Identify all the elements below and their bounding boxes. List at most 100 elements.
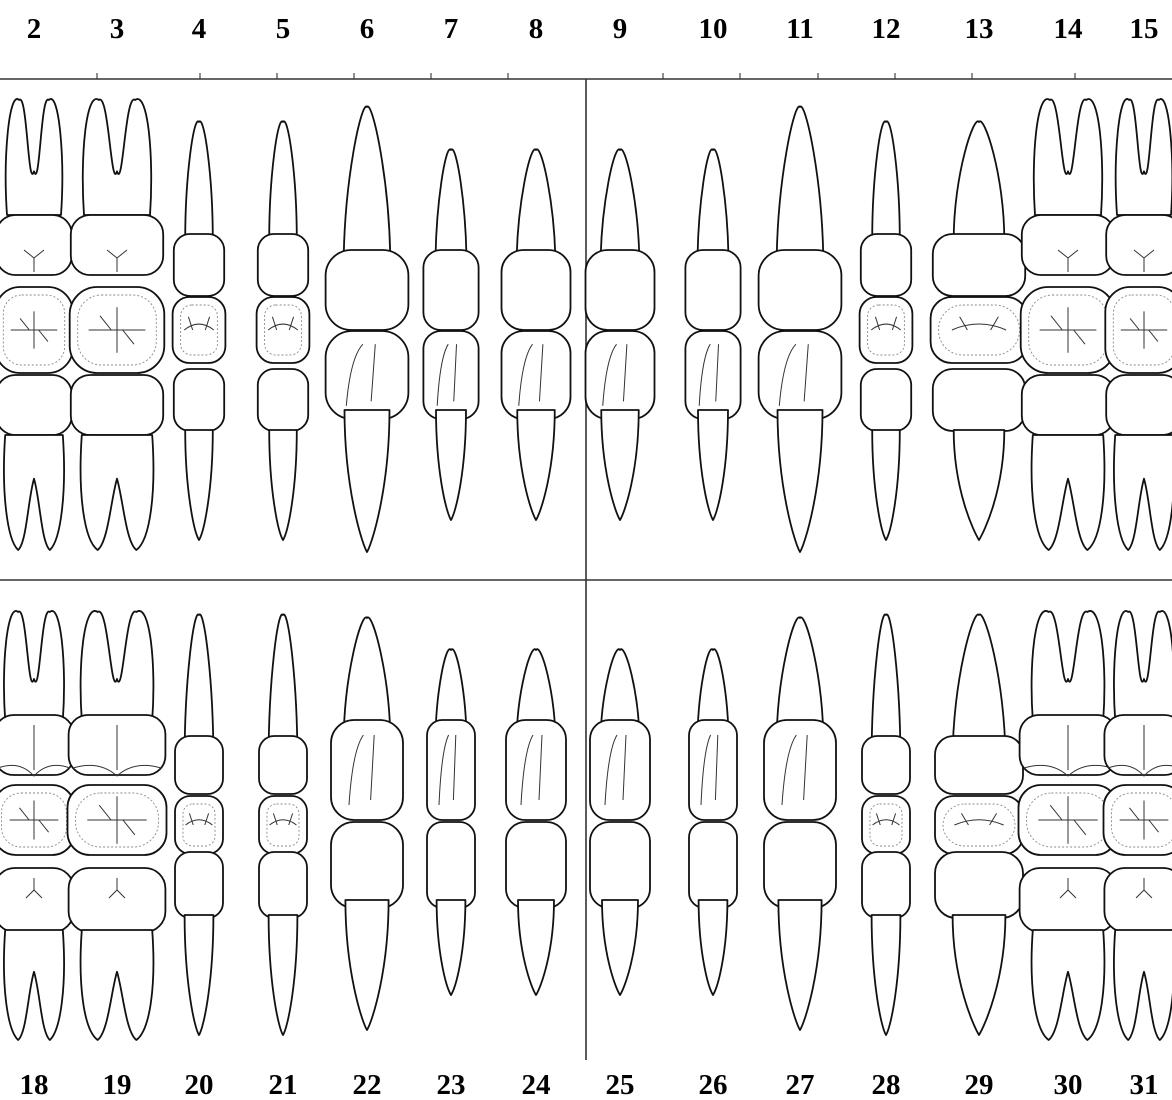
lingual-root-lower: [81, 930, 154, 1040]
buccal-root-upper: [185, 121, 213, 240]
tooth-number-upper: 8: [529, 13, 544, 45]
tooth-number-lower: 25: [606, 1069, 635, 1100]
tooth-number-upper: 4: [192, 13, 207, 45]
crown-labial: [331, 720, 403, 820]
crown-buccal: [259, 736, 307, 794]
tooth-number-upper: 11: [786, 13, 813, 45]
lingual-root-lower: [345, 900, 388, 1030]
crown-lingual: [1104, 868, 1172, 932]
crown-labial: [685, 250, 740, 330]
crown-lingual: [590, 822, 650, 908]
buccal-root-upper: [954, 121, 1005, 240]
lower-tooth: [689, 649, 737, 995]
lingual-root-lower: [185, 915, 214, 1035]
upper-tooth: [759, 106, 842, 552]
tooth-number-upper: 10: [699, 13, 728, 45]
tooth-number-upper: 2: [27, 13, 42, 45]
crown-lingual: [423, 331, 478, 419]
tooth-number-lower: 18: [20, 1069, 49, 1100]
lower-tooth: [764, 617, 836, 1030]
crown-buccal: [1106, 215, 1172, 275]
crown-labial: [506, 720, 566, 820]
crown-labial: [759, 250, 842, 330]
tooth-number-upper: 9: [613, 13, 628, 45]
crown-lingual: [502, 331, 571, 419]
crown-lingual: [427, 822, 475, 908]
crown-lingual: [71, 375, 163, 435]
lingual-root-lower: [518, 900, 554, 995]
crown-lingual: [175, 852, 223, 918]
upper-tooth: [860, 121, 913, 540]
crown-lingual: [506, 822, 566, 908]
tooth-number-upper: 5: [276, 13, 291, 45]
occlusal-surface: [935, 796, 1023, 854]
lower-tooth: [331, 617, 403, 1030]
tooth-number-upper: 14: [1054, 13, 1083, 45]
tooth-number-lower: 29: [965, 1069, 994, 1100]
buccal-root-upper: [83, 99, 151, 215]
crown-lingual: [689, 822, 737, 908]
tooth-number-lower: 24: [522, 1069, 551, 1100]
tooth-number-upper: 6: [360, 13, 375, 45]
lower-tooth: [862, 614, 910, 1035]
crown-lingual: [759, 331, 842, 419]
upper-tooth: [70, 99, 165, 550]
lingual-root-lower: [953, 915, 1006, 1035]
crown-labial: [586, 250, 655, 330]
lingual-root-lower: [4, 930, 64, 1040]
occlusal-surface: [175, 796, 223, 854]
crown-lingual: [862, 852, 910, 918]
lingual-root-upper: [872, 430, 900, 540]
tooth-number-upper: 15: [1130, 13, 1159, 45]
crown-lingual: [331, 822, 403, 908]
lower-tooth: [259, 614, 307, 1035]
lingual-root-upper: [778, 410, 823, 552]
crown-lingual: [1106, 375, 1172, 435]
lingual-root-upper: [81, 435, 154, 550]
crown-lingual: [685, 331, 740, 419]
tooth-number-lower: 21: [269, 1069, 298, 1100]
tooth-number-upper: 3: [110, 13, 125, 45]
crown-labial: [590, 720, 650, 820]
tooth-number-upper: 12: [872, 13, 901, 45]
lower-tooth: [175, 614, 223, 1035]
occlusal-surface: [931, 297, 1028, 363]
crown-labial: [423, 250, 478, 330]
lingual-root-upper: [269, 430, 297, 540]
tooth-number-lower: 19: [103, 1069, 132, 1100]
lingual-root-upper: [4, 435, 64, 550]
crown-lingual: [258, 369, 308, 431]
tooth-number-lower: 23: [437, 1069, 466, 1100]
crown-buccal: [258, 234, 308, 296]
crown-buccal: [933, 234, 1025, 296]
crown-lingual: [764, 822, 836, 908]
crown-lingual: [69, 868, 166, 932]
buccal-root-upper: [6, 99, 63, 215]
crown-lingual: [1020, 868, 1117, 932]
buccal-root-upper: [872, 121, 900, 240]
lingual-root-upper: [1032, 435, 1105, 550]
occlusal-surface: [259, 796, 307, 854]
crown-labial: [427, 720, 475, 820]
lingual-root-upper: [698, 410, 728, 520]
crown-lingual: [861, 369, 911, 431]
buccal-root-upper: [1034, 99, 1102, 215]
buccal-root-lower: [4, 611, 64, 720]
crown-labial: [764, 720, 836, 820]
upper-tooth: [502, 149, 571, 520]
upper-tooth: [1105, 99, 1172, 550]
upper-tooth: [173, 121, 226, 540]
lingual-root-lower: [602, 900, 638, 995]
upper-tooth: [0, 99, 73, 550]
lingual-root-upper: [954, 430, 1005, 540]
lower-tooth: [68, 611, 167, 1040]
crown-labial: [326, 250, 409, 330]
crown-lingual: [935, 852, 1023, 918]
tooth-number-lower: 22: [353, 1069, 382, 1100]
crown-labial: [502, 250, 571, 330]
upper-tooth: [1021, 99, 1116, 550]
tooth-number-lower: 20: [185, 1069, 214, 1100]
crown-lingual: [0, 868, 74, 932]
tooth-number-lower: 27: [786, 1069, 815, 1100]
